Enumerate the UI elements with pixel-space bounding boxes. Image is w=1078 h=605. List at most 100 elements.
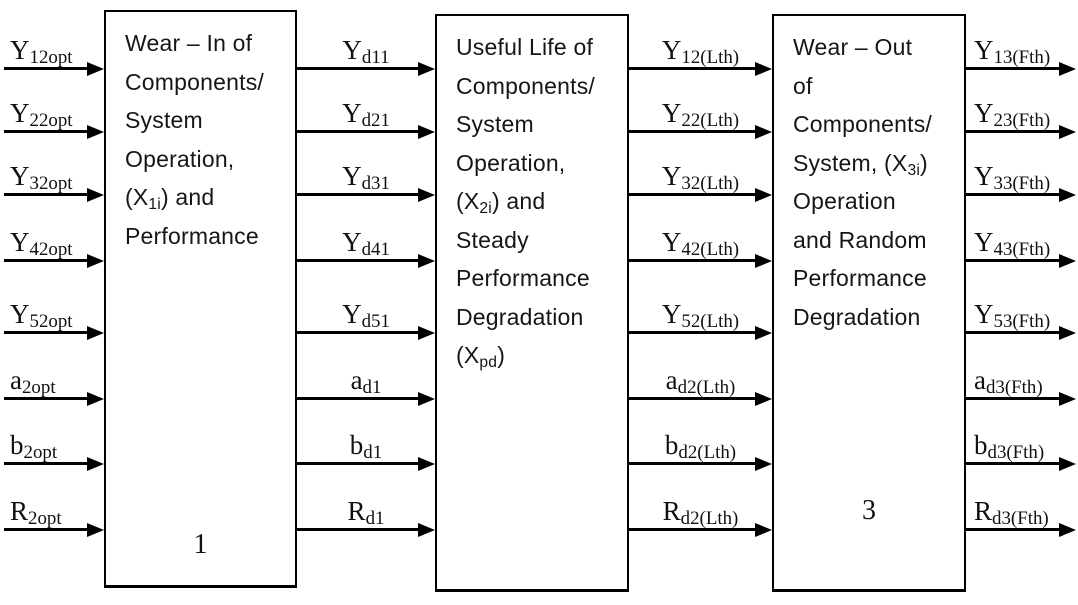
- arrow-label: bd2(Lth): [664, 430, 737, 463]
- arrow-head-icon: [755, 392, 772, 406]
- arrow-head-icon: [418, 523, 435, 537]
- arrow-label: Rd3(Fth): [974, 496, 1049, 529]
- arrow-shaft: [4, 193, 90, 196]
- arrow-shaft: [966, 528, 1062, 531]
- arrow-head-icon: [87, 188, 104, 202]
- arrow-row-stage1-to-stage2-Rd1: Rd1: [297, 487, 435, 537]
- arrow-head-icon: [87, 457, 104, 471]
- arrow-row-stage1-inputs-Y32opt: Y32opt: [4, 152, 104, 202]
- box-text-line: of: [793, 72, 813, 99]
- arrow-row-stage2-to-stage3-Y22(Lth): Y22(Lth): [629, 89, 772, 139]
- arrow-row-stage1-to-stage2-Yd21: Yd21: [297, 89, 435, 139]
- arrow-label: Y52(Lth): [661, 299, 740, 332]
- arrow-head-icon: [87, 326, 104, 340]
- box-text-line: Components/: [125, 68, 264, 95]
- arrow-shaft: [629, 462, 758, 465]
- arrow-shaft: [629, 130, 758, 133]
- arrow-column-stage2-to-stage3: Y12(Lth)Y22(Lth)Y32(Lth)Y42(Lth)Y52(Lth)…: [629, 0, 772, 605]
- arrow-row-stage3-outputs-ad3(Fth): ad3(Fth): [966, 356, 1076, 406]
- arrow-shaft: [297, 259, 421, 262]
- box-text-line: Operation,: [125, 145, 235, 172]
- box-text-line: (X1i) and: [125, 184, 215, 213]
- arrow-label: Yd11: [342, 35, 390, 68]
- arrow-label: Y43(Fth): [974, 227, 1051, 260]
- box-text-line: Steady: [456, 226, 529, 253]
- arrow-label: bd1: [349, 430, 383, 463]
- arrow-shaft: [297, 397, 421, 400]
- arrow-row-stage1-inputs-b2opt: b2opt: [4, 421, 104, 471]
- arrow-row-stage3-outputs-bd3(Fth): bd3(Fth): [966, 421, 1076, 471]
- arrow-row-stage2-to-stage3-Y52(Lth): Y52(Lth): [629, 290, 772, 340]
- arrow-row-stage2-to-stage3-Rd2(Lth): Rd2(Lth): [629, 487, 772, 537]
- arrow-label: bd3(Fth): [974, 430, 1045, 463]
- box-text-line: (Xpd): [456, 342, 506, 371]
- arrow-row-stage1-inputs-R2opt: R2opt: [4, 487, 104, 537]
- arrow-label: ad3(Fth): [974, 365, 1043, 398]
- arrow-shaft: [629, 397, 758, 400]
- arrow-label: ad2(Lth): [665, 365, 736, 398]
- arrow-row-stage1-inputs-Y22opt: Y22opt: [4, 89, 104, 139]
- box-text-line: Performance: [456, 265, 590, 291]
- arrow-shaft: [297, 528, 421, 531]
- arrow-shaft: [966, 130, 1062, 133]
- arrow-label: R2opt: [10, 496, 62, 529]
- arrow-label: Yd31: [342, 161, 390, 194]
- arrow-head-icon: [755, 125, 772, 139]
- box-text-line: Useful Life of: [456, 34, 594, 60]
- arrow-label: Y22(Lth): [661, 98, 740, 131]
- arrow-row-stage2-to-stage3-ad2(Lth): ad2(Lth): [629, 356, 772, 406]
- arrow-row-stage3-outputs-Y13(Fth): Y13(Fth): [966, 26, 1076, 76]
- arrow-shaft: [4, 462, 90, 465]
- arrow-head-icon: [1059, 62, 1076, 76]
- box-text-line: System: [125, 107, 203, 133]
- arrow-head-icon: [755, 254, 772, 268]
- arrow-row-stage1-inputs-Y42opt: Y42opt: [4, 218, 104, 268]
- arrow-head-icon: [1059, 254, 1076, 268]
- arrow-head-icon: [87, 62, 104, 76]
- arrow-shaft: [629, 528, 758, 531]
- arrow-shaft: [966, 397, 1062, 400]
- box-text-line: and Random: [793, 226, 927, 253]
- arrow-label: a2opt: [10, 365, 56, 398]
- arrow-label: b2opt: [10, 430, 58, 463]
- box-text-line: Components/: [456, 72, 595, 99]
- arrow-row-stage2-to-stage3-Y42(Lth): Y42(Lth): [629, 218, 772, 268]
- arrow-label: Y33(Fth): [974, 161, 1051, 194]
- arrow-shaft: [966, 259, 1062, 262]
- arrow-label: Y32opt: [10, 161, 73, 194]
- box-text-line: System: [456, 111, 534, 137]
- arrow-label: Y32(Lth): [661, 161, 740, 194]
- arrow-row-stage1-to-stage2-Yd51: Yd51: [297, 290, 435, 340]
- arrow-shaft: [966, 193, 1062, 196]
- arrow-shaft: [629, 67, 758, 70]
- arrow-head-icon: [755, 188, 772, 202]
- arrow-row-stage2-to-stage3-Y32(Lth): Y32(Lth): [629, 152, 772, 202]
- arrow-head-icon: [1059, 125, 1076, 139]
- arrow-shaft: [4, 67, 90, 70]
- arrow-row-stage1-to-stage2-Yd11: Yd11: [297, 26, 435, 76]
- arrow-head-icon: [87, 392, 104, 406]
- arrow-shaft: [4, 259, 90, 262]
- box-text-line: Operation: [793, 188, 896, 214]
- arrow-shaft: [629, 193, 758, 196]
- arrow-shaft: [629, 259, 758, 262]
- arrow-head-icon: [418, 254, 435, 268]
- arrow-label: Y53(Fth): [974, 299, 1051, 332]
- box-text-line: System, (X3i): [793, 149, 928, 179]
- box-text-line: Wear – In of: [125, 30, 253, 56]
- arrow-label: Yd21: [342, 98, 390, 131]
- box-text-line: Components/: [793, 111, 932, 137]
- arrow-shaft: [4, 130, 90, 133]
- arrow-label: Rd1: [347, 496, 385, 529]
- arrow-head-icon: [418, 125, 435, 139]
- arrow-label: Yd41: [342, 227, 390, 260]
- arrow-shaft: [297, 67, 421, 70]
- arrow-row-stage3-outputs-Y23(Fth): Y23(Fth): [966, 89, 1076, 139]
